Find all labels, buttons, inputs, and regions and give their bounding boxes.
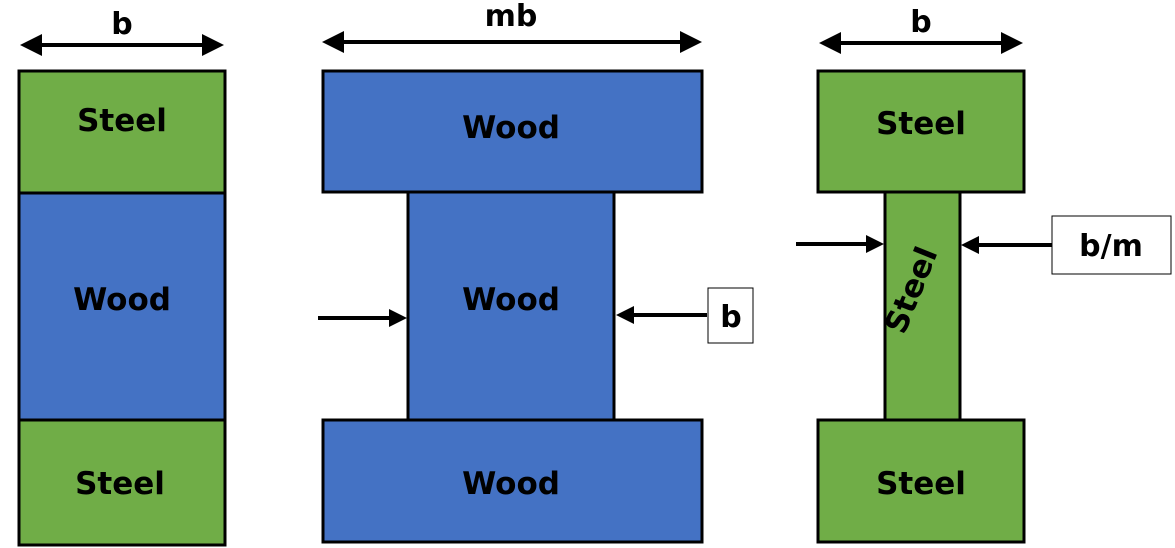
- section-3-top-label: Steel: [876, 106, 966, 142]
- section-3-transformed-steel: b Steel Steel Steel b/m: [796, 5, 1172, 544]
- section-2-web-left-arrow: [318, 309, 407, 327]
- section-2-bottom-label: Wood: [462, 466, 560, 502]
- section-1-top-steel-block: [17, 69, 227, 195]
- section-2-web-width-label: b: [720, 300, 741, 335]
- section-1-bottom-label: Steel: [75, 466, 165, 502]
- section-1-bottom-steel-block: [17, 418, 227, 547]
- section-2-width-dimension-arrow: [322, 31, 702, 53]
- section-2-width-label: mb: [485, 0, 538, 34]
- section-3-width-dimension-arrow: [819, 32, 1023, 54]
- section-2-web-right-arrow: [616, 306, 707, 324]
- section-3-bottom-label: Steel: [876, 466, 966, 502]
- section-2-top-wood-flange: [321, 69, 704, 194]
- section-1-middle-wood-block: [17, 191, 227, 422]
- section-1-width-label: b: [111, 7, 132, 42]
- section-1-original: b Steel Wood Steel: [17, 7, 227, 547]
- section-2-web-width-label-box: [707, 287, 754, 344]
- section-2-web-wood-block: [406, 190, 616, 422]
- section-3-web-left-arrow: [796, 235, 884, 253]
- section-3-web-steel-block: [883, 190, 962, 422]
- section-1-middle-label: Wood: [73, 282, 171, 318]
- section-1-width-dimension-arrow: [20, 34, 224, 56]
- section-3-web-width-label: b/m: [1079, 229, 1143, 264]
- section-2-top-label: Wood: [462, 110, 560, 146]
- section-2-bottom-wood-flange: [321, 418, 704, 544]
- section-2-middle-label: Wood: [462, 282, 560, 318]
- section-2-transformed-wood: mb Wood Wood Wood b: [318, 0, 754, 544]
- section-3-bottom-steel-flange: [816, 418, 1026, 544]
- section-1-top-label: Steel: [77, 103, 167, 139]
- section-3-width-label: b: [910, 5, 931, 40]
- section-3-web-width-label-box: [1051, 215, 1172, 275]
- section-3-top-steel-flange: [816, 69, 1026, 194]
- section-3-web-right-arrow: [961, 236, 1052, 254]
